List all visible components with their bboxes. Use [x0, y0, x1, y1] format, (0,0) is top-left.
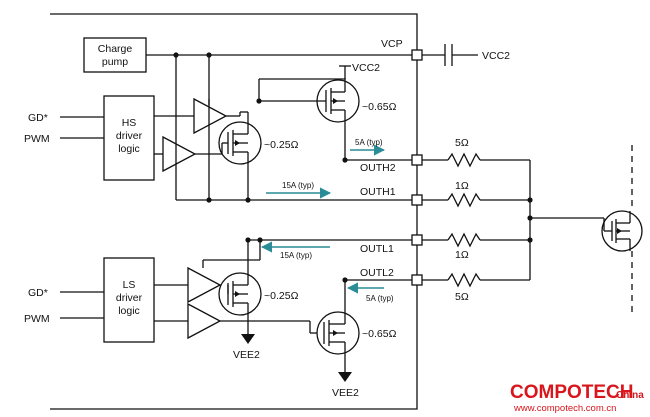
- pin-outl2: [411, 274, 423, 286]
- pin-vcp: [411, 49, 423, 61]
- hs-buffer-bottom: [162, 135, 197, 173]
- ls-buffer-top: [187, 266, 222, 304]
- hs-driver-line3: logic: [118, 143, 140, 155]
- current-outl2-label: 5A (typ): [366, 294, 394, 303]
- resistor-outl2-label: 5Ω: [455, 291, 469, 303]
- pin-outl1: [411, 234, 423, 246]
- pin-outh1: [411, 194, 423, 206]
- outl2-label: OUTL2: [360, 267, 394, 279]
- ls-gd-label: GD*: [28, 287, 48, 299]
- watermark-region: China: [616, 390, 644, 401]
- pin-outh2: [411, 154, 423, 166]
- vee2-right-label: VEE2: [332, 387, 359, 399]
- vee2-left-label: VEE2: [233, 349, 260, 361]
- vcp-label: VCP: [381, 38, 403, 50]
- resistor-outl2: [447, 272, 481, 288]
- resistor-outh2-label: 5Ω: [455, 137, 469, 149]
- ls-large-fet-label: ~0.25Ω: [264, 290, 299, 302]
- outh2-label: OUTH2: [360, 162, 396, 174]
- charge-pump-line2: pump: [102, 56, 128, 68]
- watermark-brand: COMPOTECH: [510, 382, 634, 403]
- outl1-label: OUTL1: [360, 243, 394, 255]
- resistor-outh1-label: 1Ω: [455, 180, 469, 192]
- vcc2-internal-label: VCC2: [352, 62, 380, 74]
- current-outh2-label: 5A (typ): [355, 138, 383, 147]
- hs-large-fet-label: ~0.25Ω: [264, 139, 299, 151]
- hs-driver-line1: HS: [122, 117, 137, 129]
- ls-driver-block: [103, 257, 155, 343]
- ls-driver-line3: logic: [118, 305, 140, 317]
- resistor-outh2: [447, 152, 481, 168]
- vcc2-external-label: VCC2: [482, 50, 510, 62]
- vee2-left-symbol: [241, 334, 255, 344]
- hs-small-fet-label: ~0.65Ω: [362, 101, 397, 113]
- ls-buffer-bottom: [187, 302, 222, 340]
- current-outh1-label: 15A (typ): [282, 181, 314, 190]
- hs-buffer-top: [193, 97, 228, 135]
- resistor-outl1: [447, 232, 481, 248]
- ls-driver-line1: LS: [123, 279, 136, 291]
- resistor-outl1-label: 1Ω: [455, 249, 469, 261]
- outh1-label: OUTH1: [360, 186, 396, 198]
- watermark-url: www.compotech.com.cn: [513, 403, 616, 414]
- current-outl1-label: 15A (typ): [280, 251, 312, 260]
- charge-pump-line1: Charge: [98, 43, 133, 55]
- vee2-right-symbol: [338, 372, 352, 382]
- hs-pwm-label: PWM: [24, 133, 50, 145]
- ls-pwm-label: PWM: [24, 313, 50, 325]
- hs-driver-block: [103, 95, 155, 181]
- ls-driver-line2: driver: [116, 292, 143, 304]
- hs-driver-line2: driver: [116, 130, 143, 142]
- ic-outline: [50, 13, 418, 410]
- resistor-outh1: [447, 192, 481, 208]
- hs-gd-label: GD*: [28, 112, 48, 124]
- ls-small-fet-label: ~0.65Ω: [362, 328, 397, 340]
